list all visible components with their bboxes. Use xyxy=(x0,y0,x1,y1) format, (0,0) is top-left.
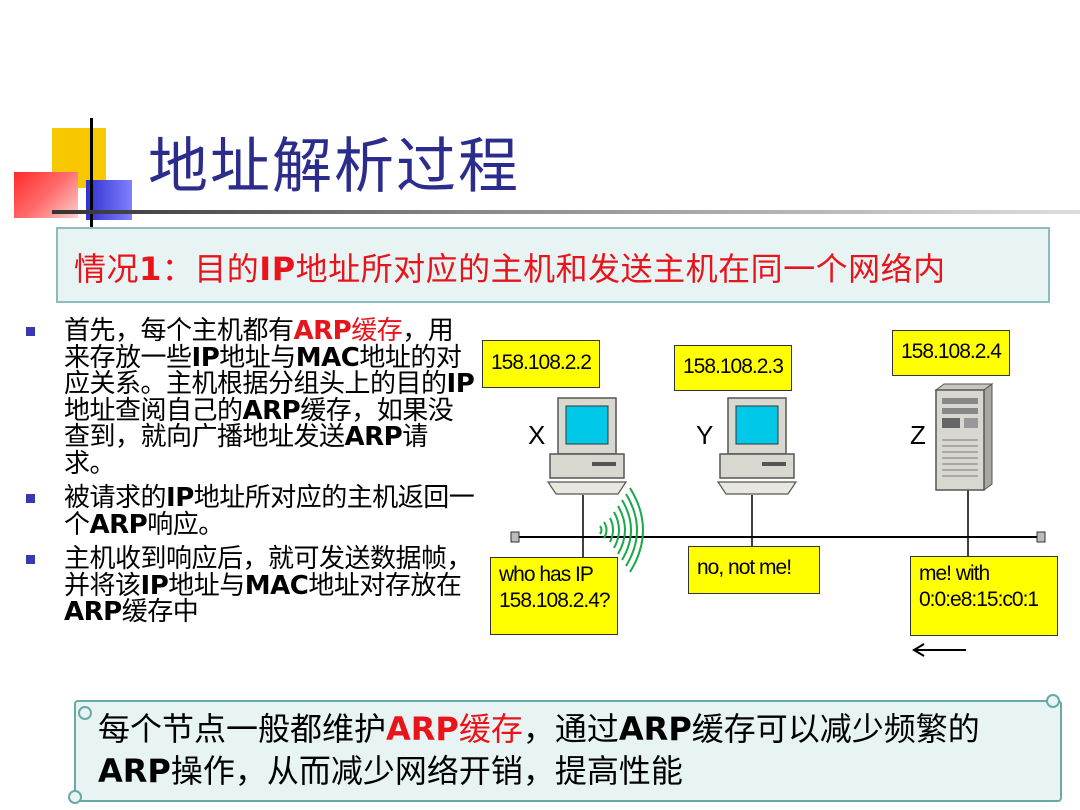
summary-text-run: 缓存可以减少频繁的 xyxy=(691,710,980,748)
reply-y-label: no, not me! xyxy=(688,546,820,594)
case-prefix: 情况 xyxy=(74,250,140,288)
summary-text-run: ARP xyxy=(386,710,459,748)
bullet-text-run: ARP xyxy=(344,422,403,452)
scroll-curl-top-right xyxy=(1046,694,1060,708)
title-underline xyxy=(52,210,1080,214)
bullet-text-run: 首先，每个主机都有 xyxy=(64,316,294,346)
bullet-text-run: 地址的对应关系。主机根据分组头上的目的 xyxy=(64,342,462,399)
bullet-text-run: 地址与 xyxy=(219,342,296,373)
case-box xyxy=(56,227,1050,303)
bullet-text-run: 响应。 xyxy=(147,509,224,540)
bullet-text-run: 缓存 xyxy=(351,316,403,346)
reply-z-label: me! with 0:0:e8:15:c0:1 xyxy=(910,556,1058,636)
summary-text: 每个节点一般都维护ARP缓存，通过ARP缓存可以减少频繁的ARP操作，从而减少网… xyxy=(98,708,1048,792)
bus-end-left xyxy=(510,531,520,543)
scroll-curl-bottom-left xyxy=(68,790,82,804)
case-number: 1 xyxy=(139,250,162,288)
summary-box xyxy=(74,700,1062,802)
slide-title: 地址解析过程 xyxy=(148,132,520,202)
bullet-text-run: 地址所对应的主机返回一个 xyxy=(64,483,475,540)
summary-text-run: 每个节点一般都维护 xyxy=(98,710,387,748)
arp-request-line1: who has IP xyxy=(499,563,594,586)
bullet-text-run: MAC xyxy=(295,342,360,373)
bullet-text-run: IP xyxy=(191,342,220,373)
broadcast-wave-icon xyxy=(599,487,644,573)
host-letter-y: Y xyxy=(696,420,714,450)
arp-request-line2: 158.108.2.4? xyxy=(499,589,611,612)
bullet-text-run: MAC xyxy=(244,570,309,601)
scroll-curl-top-left xyxy=(78,706,92,720)
bullet-text-run: ，用来存放一些 xyxy=(64,316,454,373)
bullet-list: 首先，每个主机都有ARP缓存，用来存放一些IP地址与MAC地址的对应关系。主机根… xyxy=(22,318,478,634)
bullet-text-run: IP xyxy=(140,570,169,601)
reply-z-line1: me! with xyxy=(919,562,990,585)
bullet-text-run: ARP xyxy=(293,316,352,346)
desktop-x-icon xyxy=(546,397,628,495)
summary-text-run: ARP xyxy=(98,752,171,790)
bullet-text-run: 缓存中 xyxy=(121,597,199,627)
bullet-item: 首先，每个主机都有ARP缓存，用来存放一些IP地址与MAC地址的对应关系。主机根… xyxy=(22,318,478,477)
bullet-text-run: ARP xyxy=(242,395,301,426)
bullet-text-run: 主机收到响应后，就可发送数据帧，并将该 xyxy=(64,544,473,601)
bullet-text-run: ARP xyxy=(89,509,148,540)
bullet-square-icon xyxy=(26,327,35,336)
bullet-text-run: ARP xyxy=(64,597,122,627)
host-letter-x: X xyxy=(528,420,546,450)
summary-text-run: 操作，从而减少网络开销，提高性能 xyxy=(170,752,683,790)
bullet-text-run: 缓存，如果没查到，就向广播地址发送 xyxy=(64,395,454,452)
case-rest-b: 地址所对应的主机和发送主机在同一个网络内 xyxy=(295,250,946,288)
host-letter-z: Z xyxy=(910,420,926,450)
bullet-item: 主机收到响应后，就可发送数据帧，并将该IP地址与MAC地址对存放在 ARP缓存中 xyxy=(22,546,478,626)
summary-text-run: 缓存 xyxy=(458,710,523,748)
bullet-text-run: IP xyxy=(446,369,475,399)
ip-label-z: 158.108.2.4 xyxy=(892,330,1010,376)
bullet-text-run: 地址对存放在 xyxy=(308,570,462,601)
reply-arrow xyxy=(912,643,966,657)
reply-z-line2: 0:0:e8:15:c0:1 xyxy=(919,588,1039,611)
ip-label-x: 158.108.2.2 xyxy=(482,340,600,388)
bullet-text-run: 地址与 xyxy=(168,570,245,601)
server-z-icon xyxy=(934,383,994,491)
case-ip: IP xyxy=(259,250,296,288)
bullet-text-run: 请求。 xyxy=(64,422,428,479)
bullet-text-run: IP xyxy=(166,483,194,513)
bullet-item: 被请求的IP地址所对应的主机返回一个ARP响应。 xyxy=(22,485,478,538)
case-text: 情况1：目的IP地址所对应的主机和发送主机在同一个网络内 xyxy=(74,244,946,290)
desktop-y-icon xyxy=(716,397,798,495)
logo-vertical-line xyxy=(90,118,93,228)
ip-label-y: 158.108.2.3 xyxy=(674,345,792,391)
bullet-text-run: 地址查阅自己的 xyxy=(64,395,243,426)
bullet-text-run: 被请求的 xyxy=(64,483,167,513)
arp-network-diagram xyxy=(510,383,1046,657)
bullet-square-icon xyxy=(26,494,35,503)
case-rest-a: ：目的 xyxy=(161,250,260,288)
summary-text-run: ，通过 xyxy=(522,710,619,748)
summary-text-run: ARP xyxy=(618,710,692,748)
bullet-square-icon xyxy=(26,555,35,564)
arp-request-label: who has IP 158.108.2.4? xyxy=(490,557,618,635)
bus-end-right xyxy=(1036,531,1046,543)
